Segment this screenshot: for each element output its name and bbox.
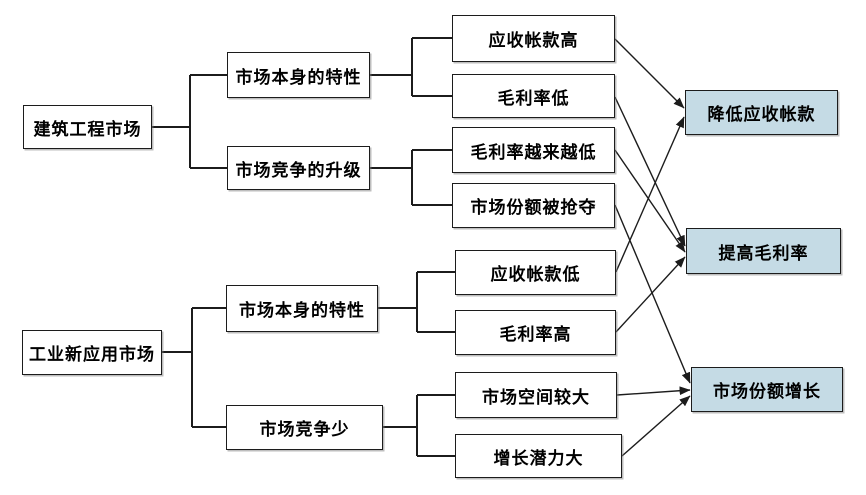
arrow-market-space-to-share-growth [616, 386, 691, 396]
node-label: 市场本身的特性 [235, 67, 362, 88]
node-gross-margin-getting-lower: 毛利率越来越低 [452, 127, 615, 173]
arrow-growth-potential-to-share-growth [621, 395, 691, 457]
node-label: 增长潜力大 [493, 448, 584, 469]
bracket-root2-branches [162, 307, 226, 428]
node-market-share-seized: 市场份额被抢夺 [452, 183, 615, 228]
node-large-market-space: 市场空间较大 [455, 372, 617, 418]
node-label: 市场份额被抢夺 [470, 198, 597, 218]
bracket-branch2-leaves [370, 149, 452, 206]
node-less-market-competition: 市场竞争少 [226, 405, 383, 450]
arrow-share-seized-to-share-growth [614, 204, 691, 384]
node-label: 市场份额增长 [713, 382, 821, 402]
bracket-branch1-leaves [370, 37, 452, 97]
arrow-connectors [614, 38, 691, 457]
node-label: 工业新应用市场 [29, 345, 155, 365]
node-low-accounts-receivable: 应收帐款低 [455, 250, 616, 295]
node-goal-market-share-growth: 市场份额增长 [691, 367, 843, 412]
node-industrial-new-application-market: 工业新应用市场 [22, 330, 162, 375]
node-label: 建筑工程市场 [33, 119, 142, 140]
tree-connectors [152, 37, 455, 457]
node-large-growth-potential: 增长潜力大 [455, 434, 622, 478]
node-construction-market: 建筑工程市场 [23, 105, 152, 149]
node-high-gross-margin: 毛利率高 [455, 310, 616, 355]
node-market-own-characteristics-bottom: 市场本身的特性 [226, 285, 378, 332]
node-goal-increase-gross-margin: 提高毛利率 [686, 228, 841, 274]
node-label: 市场竞争的升级 [235, 160, 362, 181]
arrow-margin-lower-to-increase-margin [614, 149, 686, 253]
node-label: 应收帐款低 [490, 265, 581, 285]
node-label: 市场竞争少 [259, 420, 350, 440]
node-label: 毛利率高 [499, 325, 572, 345]
arrow-low-margin-to-increase-margin [614, 96, 686, 247]
bracket-root1-branches [152, 74, 227, 169]
arrow-low-ar-to-reduce-ar [615, 116, 685, 273]
node-label: 毛利率低 [497, 88, 570, 109]
bracket-branch4-leaves [383, 394, 455, 457]
node-label: 提高毛利率 [718, 243, 809, 264]
arrow-high-margin-to-increase-margin [615, 256, 686, 333]
bracket-branch3-leaves [378, 271, 455, 333]
node-label: 应收帐款高 [488, 31, 579, 51]
node-market-competition-upgrade: 市场竞争的升级 [227, 146, 370, 190]
arrow-high-ar-to-reduce-ar [614, 38, 685, 109]
node-market-own-characteristics-top: 市场本身的特性 [227, 52, 370, 98]
node-low-gross-margin: 毛利率低 [452, 74, 615, 118]
node-label: 市场本身的特性 [239, 301, 365, 321]
node-label: 降低应收帐款 [707, 105, 816, 125]
node-high-accounts-receivable: 应收帐款高 [452, 15, 615, 62]
node-goal-reduce-accounts-receivable: 降低应收帐款 [685, 90, 838, 135]
node-label: 毛利率越来越低 [470, 142, 597, 163]
node-label: 市场空间较大 [482, 387, 590, 408]
